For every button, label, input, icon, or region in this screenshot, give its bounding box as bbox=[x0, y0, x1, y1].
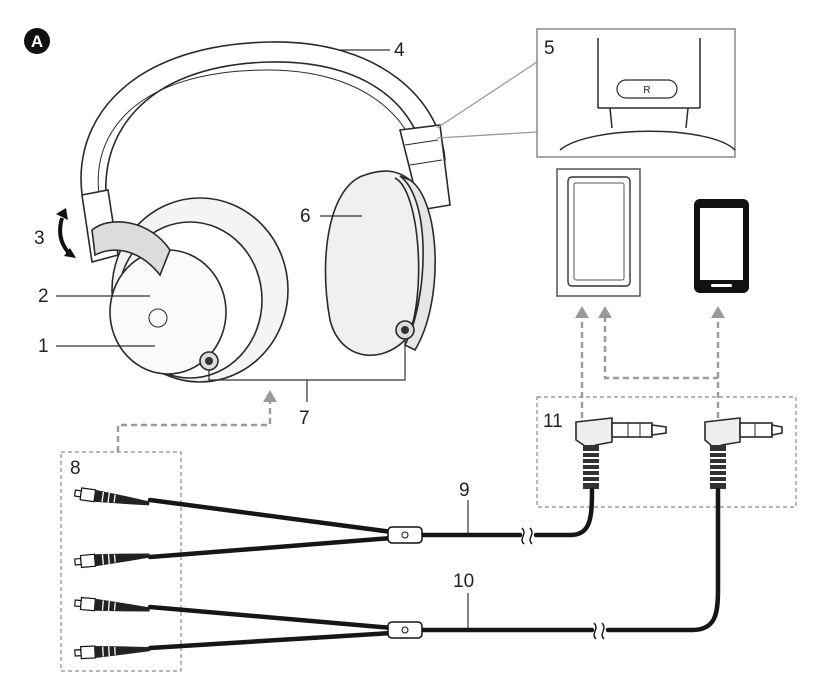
callout-9: 9 bbox=[459, 480, 470, 501]
detail-box-r-marker: 5 R bbox=[436, 28, 736, 158]
callout-8: 8 bbox=[70, 458, 81, 479]
connection-arrows bbox=[116, 306, 725, 452]
callout-2: 2 bbox=[38, 286, 49, 307]
smartphone-device bbox=[694, 199, 749, 293]
plug-box bbox=[536, 396, 797, 508]
connector-box bbox=[60, 451, 182, 672]
callout-10: 10 bbox=[453, 571, 474, 592]
headphones bbox=[80, 41, 451, 383]
headphone-connector bbox=[73, 487, 150, 506]
portable-player-device bbox=[556, 168, 641, 297]
r-marker-label: R bbox=[643, 85, 650, 96]
headphone-connector bbox=[74, 553, 150, 569]
standard-plug bbox=[704, 417, 783, 489]
callout-4: 4 bbox=[394, 40, 405, 61]
callout-11: 11 bbox=[543, 411, 563, 432]
headphone-connector bbox=[74, 645, 151, 660]
rotate-arrow-icon bbox=[56, 208, 76, 258]
left-yoke bbox=[91, 221, 171, 277]
balanced-plug bbox=[575, 417, 667, 489]
headphone-connector bbox=[74, 596, 150, 612]
callout-6: 6 bbox=[300, 206, 311, 227]
callout-5: 5 bbox=[544, 38, 555, 59]
standard-cable bbox=[147, 487, 721, 651]
callout-3: 3 bbox=[34, 228, 45, 249]
callout-1: 1 bbox=[38, 336, 49, 357]
callout-7: 7 bbox=[299, 408, 310, 429]
balanced-cable bbox=[147, 487, 595, 560]
figure-badge-label: A bbox=[31, 32, 43, 51]
figure-badge: A bbox=[24, 28, 50, 54]
brand-logo bbox=[148, 308, 168, 328]
